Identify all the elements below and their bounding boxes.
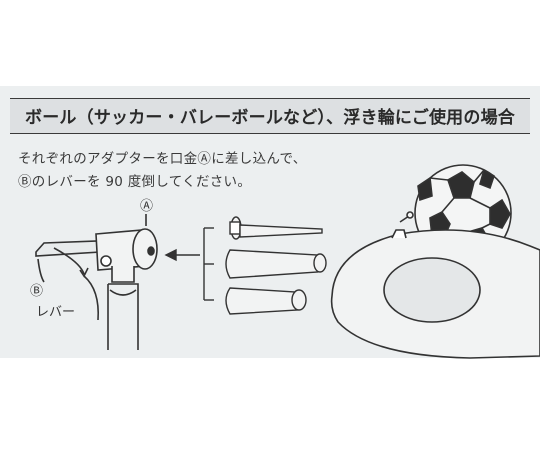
needle-adapter (229, 216, 323, 240)
label-a: Ⓐ (140, 199, 153, 214)
instruction-line-1: それぞれのアダプターを口金Ⓐに差し込んで、 (18, 151, 307, 167)
pump-head-illustration (35, 214, 158, 350)
insert-arrow (164, 248, 200, 262)
cone-adapter-2 (225, 287, 307, 315)
section-title: ボール（サッカー・バレーボールなど）、浮き輪にご使用の場合 (25, 108, 515, 128)
adapter-bracket (203, 227, 214, 301)
cone-adapter-1 (225, 249, 327, 279)
section-header: ボール（サッカー・バレーボールなど）、浮き輪にご使用の場合 (10, 98, 530, 134)
instruction-line-2: Ⓑのレバーを 90 度倒してください。 (18, 174, 252, 190)
label-b: Ⓑ (30, 284, 43, 299)
swim-ring-illustration (330, 229, 540, 359)
lever-label: レバー (36, 305, 75, 320)
